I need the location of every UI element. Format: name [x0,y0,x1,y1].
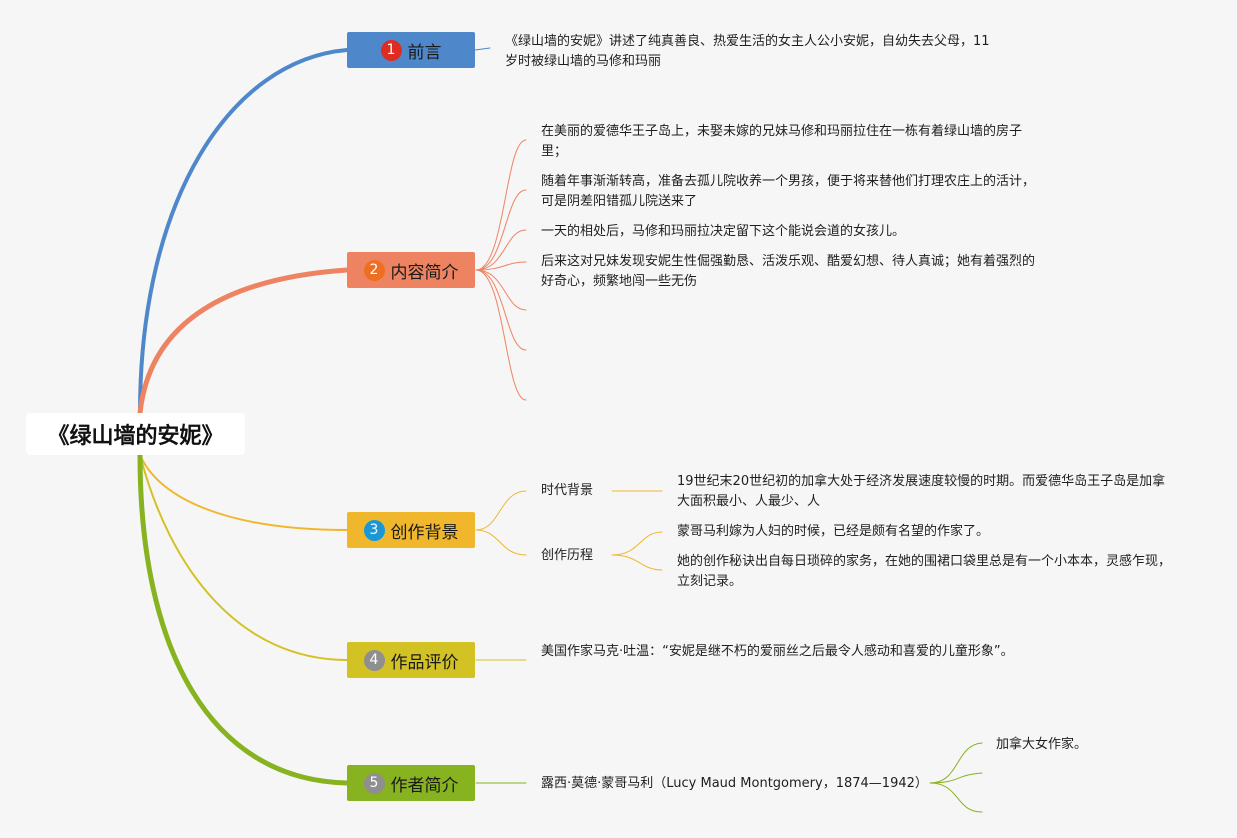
connector-summary-2 [475,189,527,271]
branch-background-label: 创作背景 [390,522,459,543]
reviews-leaf: 美国作家马克·吐温：“安妮是继不朽的爱丽丝之后最令人感动和喜爱的儿童形象”。 [541,644,1014,659]
branch-summary[interactable]: 2 内容简介 [347,252,475,288]
connector-creation-leaf-2 [611,554,663,571]
branch-summary-label: 内容简介 [390,262,459,283]
creation-leaf-2: 她的创作秘诀出自每日琐碎的家务，在她的围裙口袋里总是有一个小本本，灵感乍现，立刻… [677,554,1172,589]
creation-leaf-1: 蒙哥马利嫁为人妇的时候，已经是颇有名望的作家了。 [677,524,990,539]
connector-author-sub-3 [929,782,983,813]
author-subleaf: 加拿大女作家。 [996,737,1088,752]
connector-background-creation [475,529,527,556]
branch-reviews[interactable]: 4 作品评价 [347,642,475,678]
connector-summary-6 [475,269,527,351]
preface-leaf: 《绿山墙的安妮》讲述了纯真善良、热爱生活的女主人公小安妮，自幼失去父母，11岁时… [505,34,990,69]
number-3-badge: 3 [363,519,385,541]
branch-preface[interactable]: 1 前言 [347,32,475,68]
number-2-badge: 2 [363,259,385,281]
summary-leaf-1: 在美丽的爱德华王子岛上，未娶未嫁的兄妹马修和玛丽拉住在一栋有着绿山墙的房子里； [541,124,1023,159]
central-topic-label: 《绿山墙的安妮》 [47,424,224,449]
connector-root-author [137,452,350,786]
connector-preface-leaf [474,47,491,51]
summary-leaf-3: 一天的相处后，马修和玛丽拉决定留下这个能说会道的女孩儿。 [541,224,906,239]
number-1-badge: 1 [380,39,402,61]
connector-root-background [139,454,348,531]
sub-era-background[interactable]: 时代背景 [541,483,594,498]
number-5-badge: 5 [363,772,385,794]
number-4-badge: 4 [363,649,385,671]
connector-summary-4 [475,261,527,271]
connector-root-preface [138,48,349,415]
connector-creation-leaf-1 [611,531,663,556]
branch-preface-label: 前言 [407,42,442,63]
connector-summary-1 [475,139,527,271]
branch-background[interactable]: 3 创作背景 [347,512,475,548]
branch-reviews-label: 作品评价 [390,652,459,673]
connector-summary-5 [475,269,527,311]
connector-author-sub-1 [929,742,983,784]
connector-background-era [475,490,527,531]
connector-summary-7 [475,269,527,401]
author-leaf: 露西·莫德·蒙哥马利（Lucy Maud Montgomery，1874—194… [541,776,928,791]
connector-root-reviews [139,454,348,661]
branch-author[interactable]: 5 作者简介 [347,765,475,801]
branch-author-label: 作者简介 [390,775,459,796]
connector-author-sub-2 [929,772,983,784]
sub-creation-process[interactable]: 创作历程 [541,548,594,563]
summary-leaf-2: 随着年事渐渐转高，准备去孤儿院收养一个男孩，便于将来替他们打理农庄上的活计，可是… [541,174,1036,209]
summary-leaf-4: 后来这对兄妹发现安妮生性倔强勤恳、活泼乐观、酷爱幻想、待人真诚；她有着强烈的好奇… [541,254,1036,289]
connector-summary-3 [475,229,527,271]
era-leaf: 19世纪末20世纪初的加拿大处于经济发展速度较慢的时期。而爱德华岛王子岛是加拿大… [677,474,1166,509]
connector-root-summary [137,267,350,416]
central-topic[interactable]: 《绿山墙的安妮》 [26,413,245,455]
